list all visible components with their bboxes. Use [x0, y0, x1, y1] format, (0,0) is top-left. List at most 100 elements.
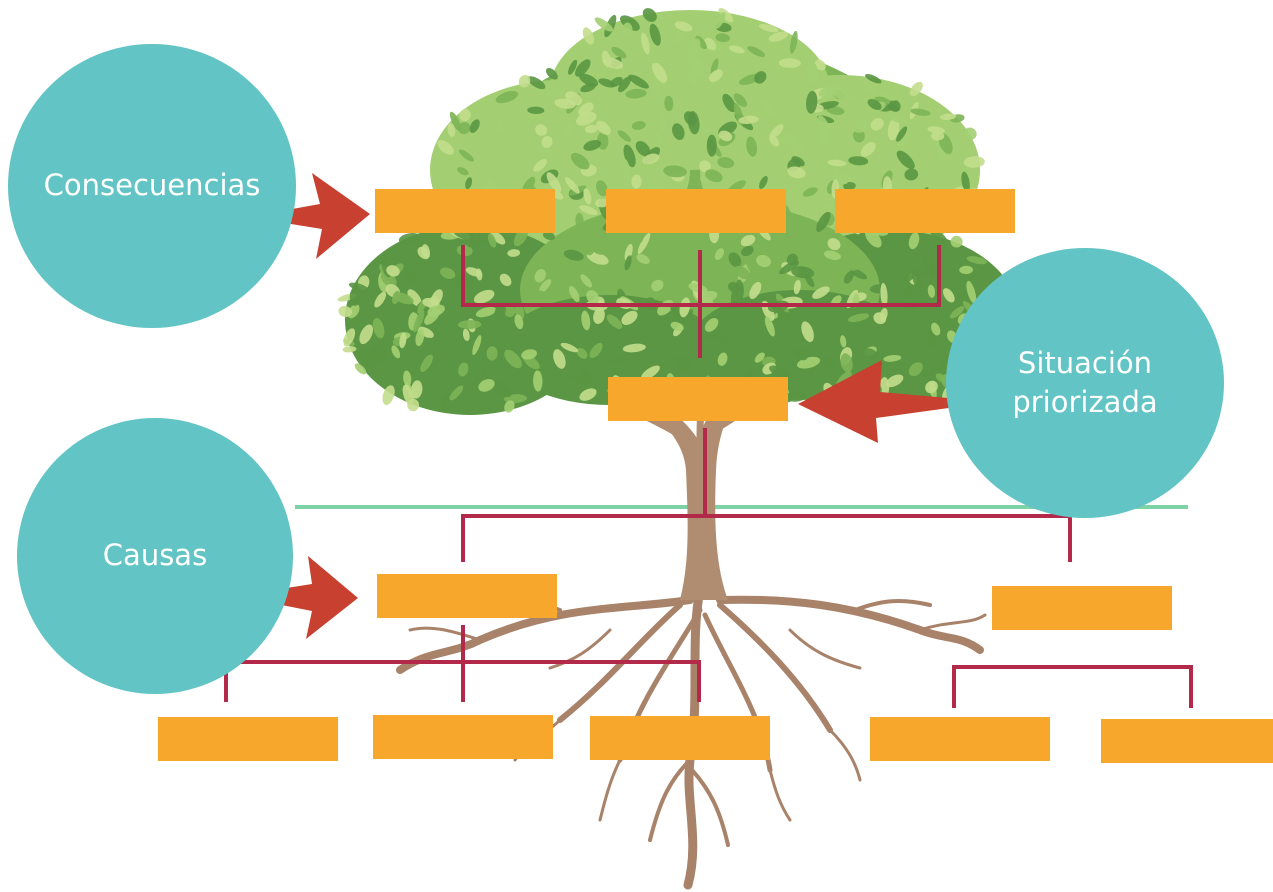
- leaf: [792, 346, 808, 361]
- leaf: [467, 239, 489, 248]
- leaf: [478, 379, 495, 392]
- leaf: [592, 244, 612, 255]
- leaf: [582, 27, 595, 45]
- leaf: [575, 213, 584, 229]
- leaf: [541, 136, 553, 148]
- leaf: [495, 90, 519, 104]
- leaf: [847, 281, 865, 291]
- leaf: [537, 290, 548, 301]
- leaf: [628, 74, 649, 89]
- leaf: [487, 233, 497, 248]
- cause-box-1[interactable]: [377, 574, 557, 618]
- leaf: [469, 119, 480, 134]
- leaf: [708, 69, 723, 83]
- leaf: [832, 89, 856, 102]
- leaf: [754, 71, 767, 84]
- leaf: [481, 366, 490, 383]
- leaf: [518, 74, 531, 88]
- leaf: [576, 111, 597, 126]
- sub-cause-box-3[interactable]: [590, 716, 770, 760]
- leaf: [787, 166, 806, 179]
- leaf: [635, 141, 651, 157]
- leaf: [349, 290, 359, 307]
- sub-cause-box-5[interactable]: [1101, 719, 1273, 763]
- leaf: [458, 149, 475, 162]
- leaf: [769, 135, 780, 147]
- leaf: [715, 33, 730, 43]
- leaf: [706, 134, 717, 157]
- leaf: [673, 30, 685, 45]
- leaf: [817, 134, 831, 146]
- leaf: [902, 284, 913, 297]
- leaf: [596, 180, 608, 197]
- leaf: [746, 260, 756, 275]
- arrow-consequences: [248, 173, 370, 259]
- leaf: [717, 352, 728, 366]
- leaf: [441, 394, 449, 413]
- leaf: [415, 329, 425, 347]
- leaf: [565, 177, 580, 194]
- leaf: [887, 103, 899, 112]
- leaf: [740, 234, 756, 247]
- leaf: [729, 45, 745, 54]
- leaf: [768, 31, 789, 42]
- leaf: [747, 46, 766, 57]
- leaf: [870, 118, 884, 131]
- consequence-box-3[interactable]: [835, 189, 1015, 233]
- leaf: [564, 122, 574, 137]
- leaf: [840, 353, 853, 373]
- prioritized-situation-box[interactable]: [608, 377, 788, 421]
- leaf: [705, 333, 728, 343]
- leaf: [865, 73, 882, 84]
- leaf: [816, 115, 830, 137]
- leaf: [698, 290, 718, 303]
- leaf: [490, 381, 512, 398]
- leaf: [553, 349, 566, 369]
- leaf: [793, 279, 801, 295]
- leaf: [565, 375, 588, 385]
- leaf: [852, 119, 871, 133]
- leaf: [908, 232, 920, 250]
- leaf: [925, 380, 938, 394]
- leaf: [586, 251, 609, 265]
- consequence-box-1[interactable]: [375, 189, 555, 233]
- leaf: [886, 374, 904, 388]
- leaf: [649, 23, 661, 46]
- sub-cause-box-1[interactable]: [158, 717, 338, 761]
- leaf: [655, 130, 664, 148]
- leaf: [848, 156, 869, 166]
- leaf: [560, 342, 579, 353]
- leaf: [966, 256, 987, 265]
- leaf: [449, 111, 462, 132]
- leaf: [595, 198, 609, 208]
- leaf: [785, 391, 806, 402]
- leaf: [672, 123, 685, 140]
- leaf: [814, 59, 826, 71]
- leaf: [617, 130, 631, 142]
- sub-cause-box-4[interactable]: [870, 717, 1050, 761]
- leaf: [777, 312, 790, 321]
- leaf: [651, 62, 668, 83]
- leaf: [939, 113, 957, 121]
- consequence-box-2[interactable]: [606, 189, 786, 233]
- leaf: [853, 129, 865, 143]
- cause-box-2[interactable]: [992, 586, 1172, 630]
- leaf: [801, 321, 814, 343]
- arrow-causes: [236, 556, 358, 639]
- leaf: [374, 291, 387, 308]
- leaf: [931, 131, 945, 141]
- leaf: [348, 282, 369, 292]
- leaf: [896, 150, 915, 170]
- leaf: [679, 309, 694, 323]
- leaf: [499, 273, 512, 287]
- leaf: [880, 282, 888, 307]
- leaf: [576, 347, 588, 359]
- leaf: [781, 133, 797, 146]
- leaf: [465, 177, 473, 190]
- leaf: [710, 58, 719, 76]
- leaf: [843, 271, 854, 284]
- leaf: [860, 79, 878, 96]
- sub-cause-box-2[interactable]: [373, 715, 553, 759]
- connector-lines: [224, 245, 1193, 708]
